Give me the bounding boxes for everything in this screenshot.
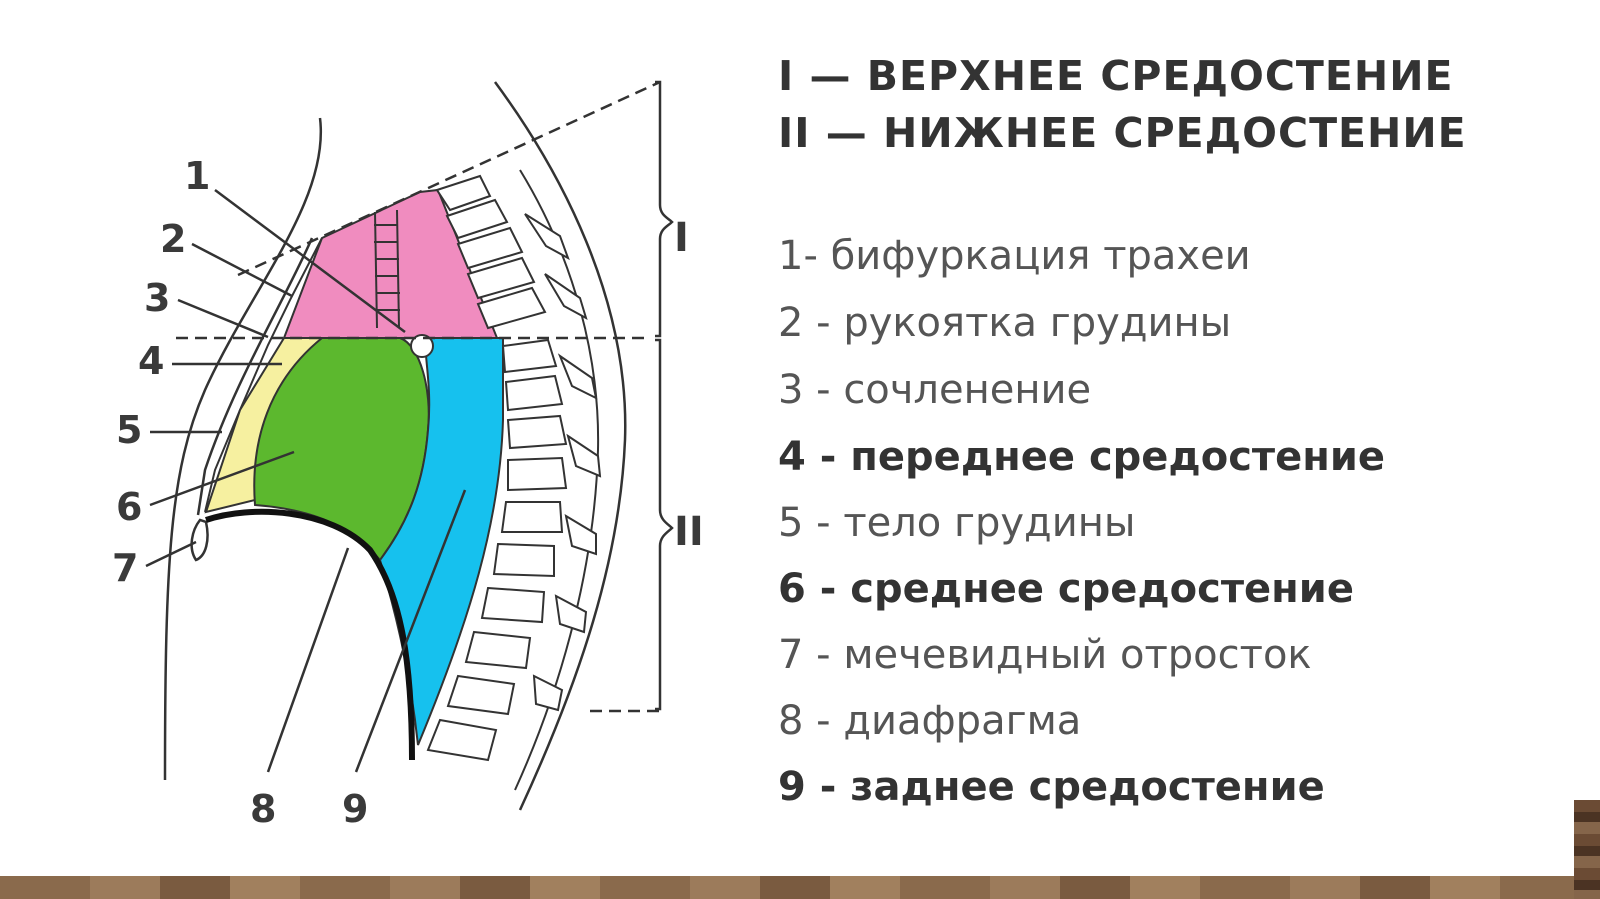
xiphoid-process [190,518,209,562]
sternum-inner [204,237,323,513]
legend-item-1: 1- бифуркация трахеи [778,233,1251,279]
diagram-number-8: 8 [250,787,277,831]
wood-floor-strip [0,876,1600,899]
heading-superior-mediastinum: I — ВЕРХНЕЕ СРЕДОСТЕНИЕ [778,52,1454,100]
bracket-label-inferior: II [674,509,704,555]
trachea [374,209,400,329]
diagram-number-1: 1 [184,154,211,198]
heading-inferior-mediastinum: II — НИЖНЕЕ СРЕДОСТЕНИЕ [778,109,1467,157]
diagram-number-2: 2 [160,217,187,261]
sternum-outline [196,237,314,516]
legend-item-7: 7 - мечевидный отросток [778,632,1312,678]
legend-item-2: 2 - рукоятка грудины [778,300,1232,346]
legend-item-8: 8 - диафрагма [778,698,1082,744]
wood-edge-right [1574,800,1600,899]
bifurcation-circle [410,334,434,358]
posterior-mediastinum-region [378,337,504,746]
diagram-number-6: 6 [116,485,143,529]
spinous-processes [524,213,602,712]
diagram-number-3: 3 [144,276,171,320]
diagram-number-9: 9 [342,787,369,831]
brace-inferior [655,338,674,711]
legend-item-3: 3 - сочленение [778,367,1092,413]
posterior-body-contour [493,81,627,811]
brace-superior [655,80,674,338]
vertebral-column [426,174,568,762]
legend-item-5: 5 - тело грудины [778,500,1136,546]
bracket-label-superior: I [674,215,689,261]
upper-dashed-line [237,80,661,277]
diaphragm [205,508,415,761]
diagram-number-4: 4 [138,339,165,383]
mediastinum-diagram [145,80,674,811]
legend-item-6: 6 - среднее средостение [778,566,1354,612]
legend-item-9: 9 - заднее средостение [778,764,1325,810]
diagram-number-5: 5 [116,408,143,452]
leader-lines [145,188,467,773]
anterior-body-contour [163,117,323,781]
diagram-number-7: 7 [112,546,139,590]
legend-item-4: 4 - переднее средостение [778,434,1386,480]
